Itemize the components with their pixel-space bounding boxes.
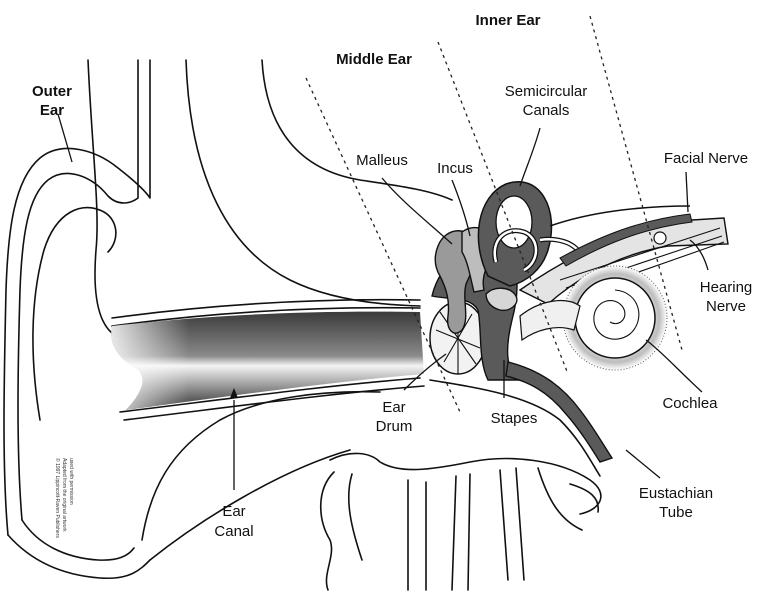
label-inner-ear: Inner Ear [475, 12, 540, 29]
label-hearing-nerve-2: Nerve [706, 298, 746, 315]
label-cochlea: Cochlea [662, 395, 718, 412]
credit-line-2: Adapted from the original artwork [61, 458, 67, 532]
label-outer-ear-1: Outer [32, 83, 72, 100]
skull-base-shape [321, 453, 601, 590]
label-stapes: Stapes [491, 410, 538, 427]
label-ear-drum-1: Ear [382, 399, 405, 416]
label-incus: Incus [437, 160, 473, 177]
label-ear-drum-2: Drum [376, 418, 413, 435]
label-semicircular-2: Canals [523, 102, 570, 119]
credit-line-1: © 1997 Lippincott-Raven Publishers [54, 458, 61, 538]
label-semicircular-1: Semicircular [505, 83, 588, 100]
label-eustachian-2: Tube [659, 504, 693, 521]
label-malleus: Malleus [356, 152, 408, 169]
label-ear-canal-2: Canal [214, 523, 253, 540]
credit-line-3: used with permission [68, 458, 74, 505]
label-hearing-nerve-1: Hearing [700, 279, 753, 296]
ear-canal-shape [111, 312, 424, 410]
label-eustachian-1: Eustachian [639, 485, 713, 502]
label-facial-nerve: Facial Nerve [664, 150, 748, 167]
label-ear-canal-1: Ear [222, 503, 245, 520]
label-middle-ear: Middle Ear [336, 51, 412, 68]
credit-text: © 1997 Lippincott-Raven Publishers Adapt… [54, 458, 74, 538]
label-outer-ear-2: Ear [40, 102, 64, 119]
